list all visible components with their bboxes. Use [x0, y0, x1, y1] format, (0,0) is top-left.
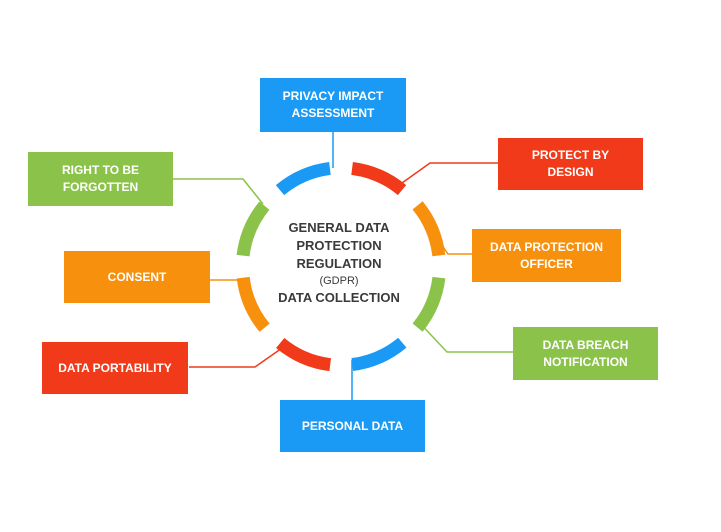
node-dpo-label: DATA PROTECTION OFFICER — [489, 239, 604, 271]
ring-segment-red-top-right — [351, 161, 407, 196]
center-label: GENERAL DATA PROTECTION REGULATION (GDPR… — [274, 219, 404, 307]
node-forgotten-label: RIGHT TO BE FORGOTTEN — [61, 163, 140, 194]
node-breach-label: DATA BREACH NOTIFICATION — [542, 337, 629, 369]
ring-segment-orange-right-upper — [412, 201, 446, 257]
node-protect-by-design: PROTECT BY DESIGN — [498, 138, 643, 190]
node-data-portability: DATA PORTABILITY — [42, 342, 188, 394]
node-consent-label: CONSENT — [107, 269, 167, 284]
ring-segment-green-right-lower — [412, 276, 446, 332]
connector-breach — [415, 318, 513, 353]
connector-dpo — [436, 237, 472, 255]
ring-segment-blue-top — [275, 161, 331, 196]
node-data-breach-notification: DATA BREACH NOTIFICATION — [513, 327, 658, 380]
connector-forgotten — [173, 178, 264, 205]
ring-segment-orange-left-lower — [236, 276, 270, 332]
ring-segment-blue-bottom — [351, 337, 407, 372]
node-personal-data: PERSONAL DATA — [280, 400, 425, 452]
center-title: GENERAL DATA PROTECTION REGULATION — [288, 220, 390, 271]
node-right-to-be-forgotten: RIGHT TO BE FORGOTTEN — [28, 152, 173, 206]
connector-protect — [394, 162, 498, 189]
node-portability-label: DATA PORTABILITY — [58, 360, 172, 375]
node-personal-data-label: PERSONAL DATA — [301, 418, 404, 433]
ring-segment-green-left-upper — [236, 201, 270, 257]
node-protect-by-design-label: PROTECT BY DESIGN — [531, 148, 610, 179]
node-privacy-impact-assessment: PRIVACY IMPACT ASSESSMENT — [260, 78, 406, 132]
ring-segment-red-bottom-left — [276, 337, 332, 372]
node-data-protection-officer: DATA PROTECTION OFFICER — [472, 229, 621, 282]
node-consent: CONSENT — [64, 251, 210, 303]
connector-portability — [189, 345, 286, 368]
center-subtitle: DATA COLLECTION — [278, 290, 400, 305]
node-privacy-impact-label: PRIVACY IMPACT ASSESSMENT — [282, 89, 384, 120]
center-abbreviation: (GDPR) — [319, 275, 359, 287]
